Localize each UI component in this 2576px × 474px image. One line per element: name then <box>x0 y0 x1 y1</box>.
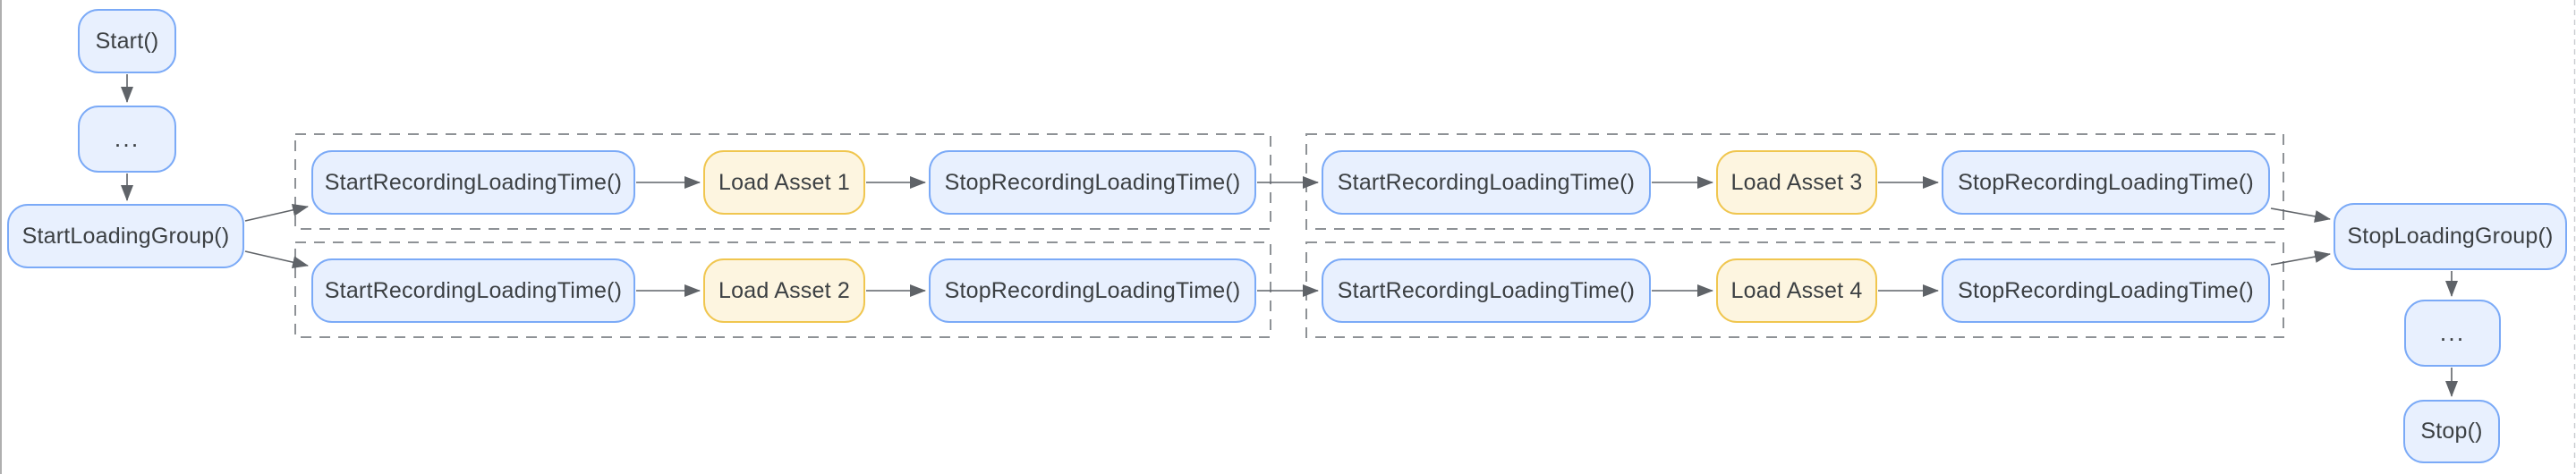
arrow-startloadinggroup-to-row1 <box>244 203 309 222</box>
node-ellipsis-after-group: ... <box>2404 300 2501 367</box>
arrow-row2-to-stoploadinggroup <box>2270 250 2331 266</box>
node-start-loading-group: StartLoadingGroup() <box>7 204 244 268</box>
node-start-recording-g1r1: StartRecordingLoadingTime() <box>311 150 635 215</box>
node-load-asset-2: Load Asset 2 <box>703 258 865 323</box>
node-start-recording-g1r2: StartRecordingLoadingTime() <box>311 258 635 323</box>
group1-row1-boundary <box>294 133 1271 230</box>
node-stop-recording-g1r1: StopRecordingLoadingTime() <box>929 150 1256 215</box>
node-stop-loading-group: StopLoadingGroup() <box>2334 203 2567 270</box>
node-stop-recording-g1r2: StopRecordingLoadingTime() <box>929 258 1256 323</box>
node-stop-recording-g2r1: StopRecordingLoadingTime() <box>1942 150 2270 215</box>
arrow-startloadinggroup-to-row2 <box>244 250 309 269</box>
node-load-asset-1: Load Asset 1 <box>703 150 865 215</box>
node-start: Start() <box>78 9 176 73</box>
arrow-row1-to-stoploadinggroup <box>2270 207 2331 223</box>
node-load-asset-4: Load Asset 4 <box>1716 258 1877 323</box>
node-stop: Stop() <box>2403 400 2500 463</box>
node-start-recording-g2r2: StartRecordingLoadingTime() <box>1322 258 1651 323</box>
node-stop-recording-g2r2: StopRecordingLoadingTime() <box>1942 258 2270 323</box>
node-start-recording-g2r1: StartRecordingLoadingTime() <box>1322 150 1651 215</box>
group1-row2-boundary <box>294 241 1271 338</box>
node-ellipsis-before-group: ... <box>78 106 176 173</box>
node-load-asset-3: Load Asset 3 <box>1716 150 1877 215</box>
